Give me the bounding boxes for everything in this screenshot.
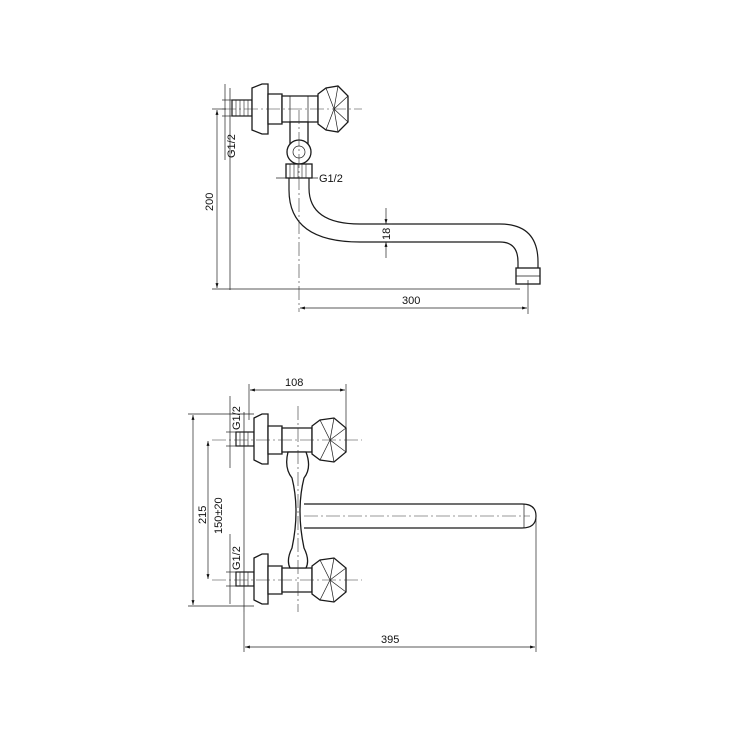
spacing-dim-label: 150±20 xyxy=(213,497,225,534)
bottom-inlet-thread xyxy=(235,571,255,587)
reach-dim-label: 395 xyxy=(381,634,399,646)
side-view: G1/2 G1/2 200 18 300 xyxy=(204,83,541,314)
top-width-dim-label: 108 xyxy=(285,377,303,389)
spout-dim-label: 18 xyxy=(381,228,393,240)
bottom-thread-label: G1/2 xyxy=(231,546,243,570)
inlet-thread-label: G1/2 xyxy=(226,134,238,158)
height-dim-label: 215 xyxy=(197,506,209,524)
top-inlet-thread xyxy=(235,431,255,447)
top-thread-label: G1/2 xyxy=(231,406,243,430)
reach-dim-label: 300 xyxy=(402,295,420,307)
front-view: 108 G1/2 G1/2 150±20 215 395 xyxy=(188,377,537,652)
inlet-thread xyxy=(231,99,253,117)
outlet-thread-label: G1/2 xyxy=(319,173,343,185)
height-dim-label: 200 xyxy=(204,193,216,211)
